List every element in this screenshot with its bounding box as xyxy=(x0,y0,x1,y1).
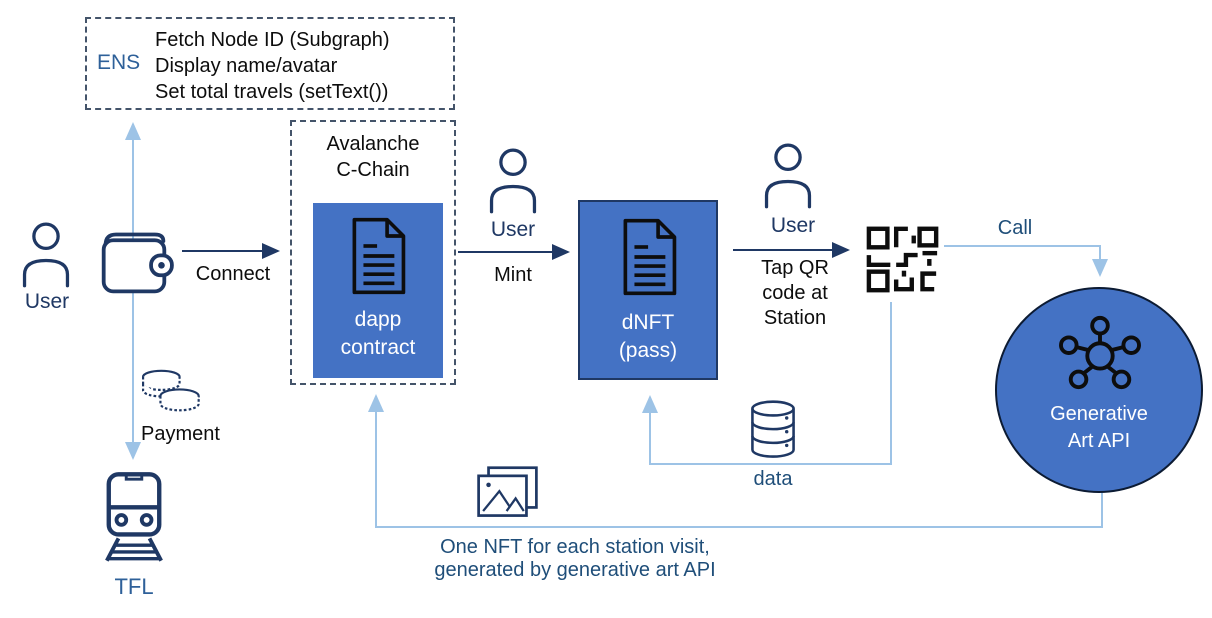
user-icon xyxy=(22,222,70,288)
call-label: Call xyxy=(997,217,1033,239)
generative-art-api-label: Generative Art API xyxy=(997,401,1201,455)
connector-call-path xyxy=(944,245,1108,277)
user-icon xyxy=(764,143,812,209)
tap-qr-line: code at xyxy=(762,282,828,304)
document-icon xyxy=(623,218,677,296)
qr-code-icon xyxy=(866,226,939,293)
tap-qr-line: Station xyxy=(763,307,827,329)
tap-qr-line: Tap QR xyxy=(761,257,829,279)
coins-icon xyxy=(141,369,200,412)
dnft-node: dNFT (pass) xyxy=(578,200,718,380)
avalanche-title-line: C-Chain xyxy=(336,159,410,181)
ens-box: ENS Fetch Node ID (Subgraph) Display nam… xyxy=(85,17,455,110)
generative-art-api-node: Generative Art API xyxy=(995,287,1203,493)
api-label-line: Generative xyxy=(1050,403,1148,425)
user1-label: User xyxy=(24,290,70,313)
dnft-line: dNFT xyxy=(621,311,675,334)
avalanche-title: Avalanche C-Chain xyxy=(292,131,454,183)
caption: One NFT for each station visit, generate… xyxy=(325,536,825,582)
wallet-icon xyxy=(101,232,174,294)
database-icon xyxy=(751,400,795,458)
ens-box-lines: Fetch Node ID (Subgraph) Display name/av… xyxy=(155,27,390,105)
caption-line: One NFT for each station visit, xyxy=(440,536,710,558)
dnft-line: (pass) xyxy=(618,339,678,362)
user-icon xyxy=(489,148,537,214)
data-label: data xyxy=(753,468,793,490)
user2-label: User xyxy=(490,218,536,241)
document-icon xyxy=(352,217,406,295)
dapp-contract-line: dapp xyxy=(354,308,402,331)
caption-line: generated by generative art API xyxy=(434,559,716,581)
avalanche-title-line: Avalanche xyxy=(326,133,420,155)
user3-label: User xyxy=(770,214,816,237)
payment-label: Payment xyxy=(141,423,220,445)
images-icon xyxy=(477,466,538,517)
dapp-contract-line: contract xyxy=(340,336,416,359)
ens-line: Fetch Node ID (Subgraph) xyxy=(155,29,390,51)
dnft-label: dNFT (pass) xyxy=(580,309,716,365)
tfl-label: TFL xyxy=(114,574,154,599)
ens-box-title: ENS xyxy=(97,51,141,74)
mint-label: Mint xyxy=(494,264,532,286)
connect-label: Connect xyxy=(195,263,271,285)
avalanche-box: Avalanche C-Chain dapp contract xyxy=(290,120,456,385)
dapp-contract-label: dapp contract xyxy=(313,306,443,362)
tap-qr-label: Tap QR code at Station xyxy=(738,256,852,331)
ens-line: Set total travels (setText()) xyxy=(155,81,389,103)
api-label-line: Art API xyxy=(1067,430,1131,452)
dapp-contract-node: dapp contract xyxy=(313,203,443,378)
train-icon xyxy=(105,472,163,562)
network-hub-icon xyxy=(1059,315,1141,390)
ens-line: Display name/avatar xyxy=(155,55,338,77)
